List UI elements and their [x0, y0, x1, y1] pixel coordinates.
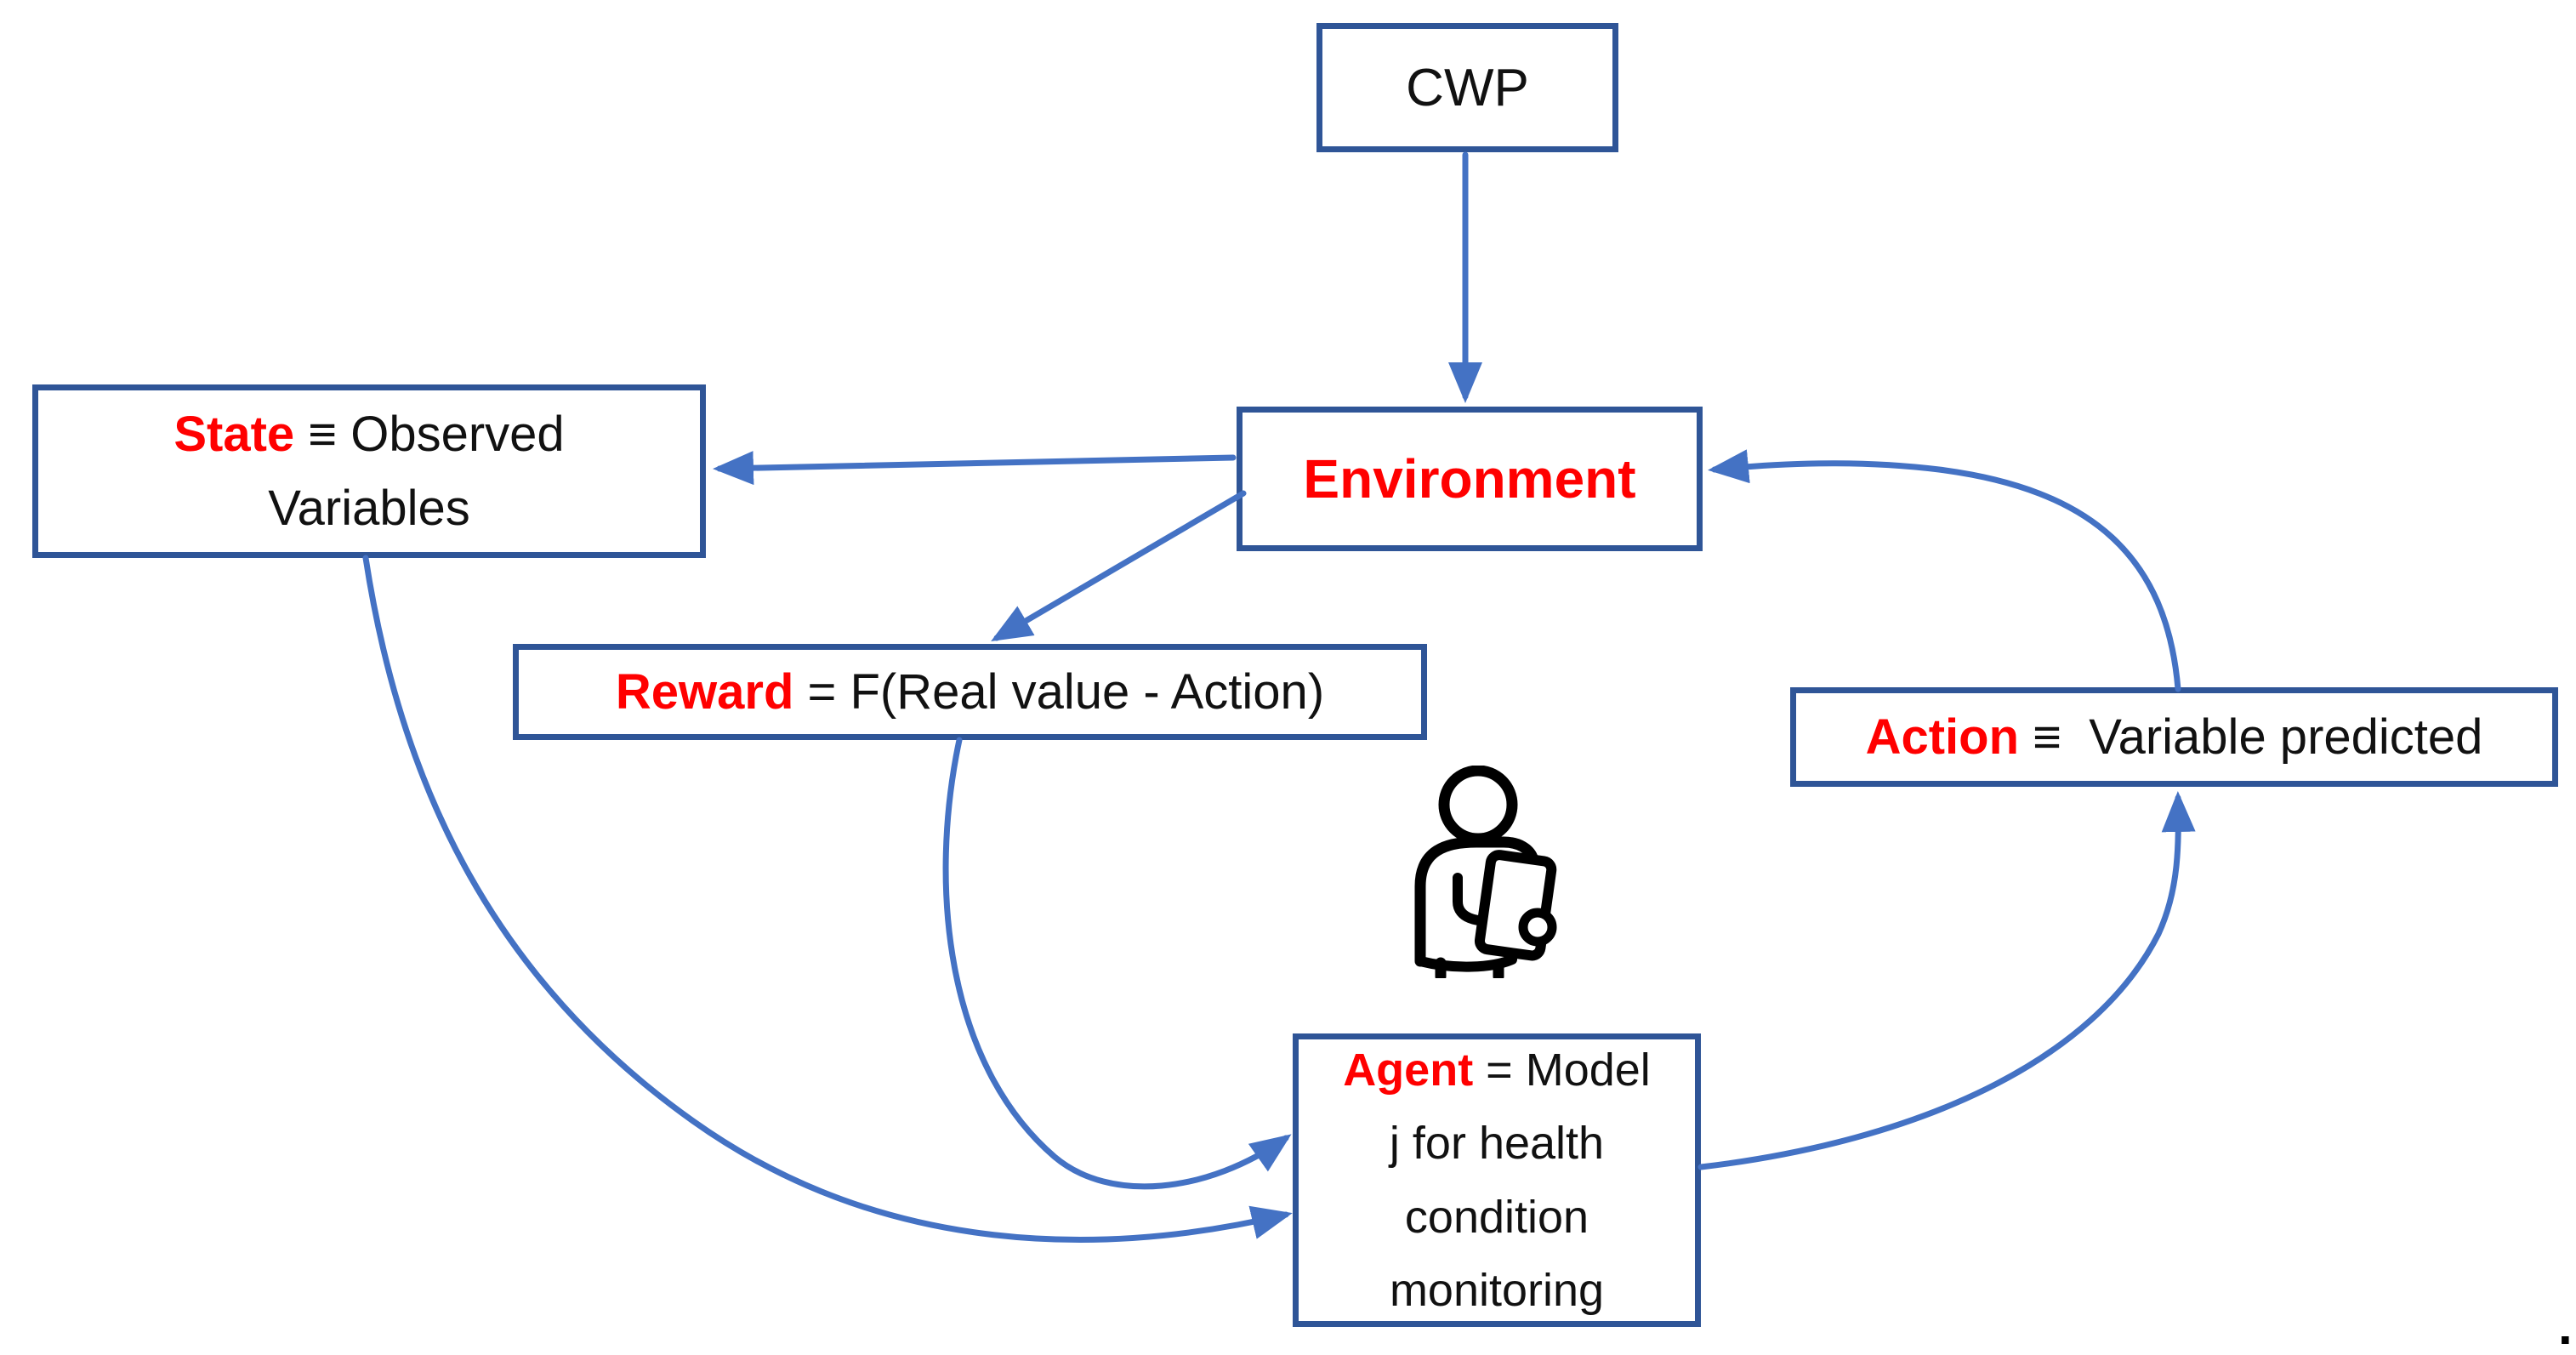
agent-line2: j for health [1389, 1118, 1605, 1170]
action-keyword: Action [1865, 709, 2020, 765]
reward-line: Reward = F(Real value - Action) [616, 663, 1324, 720]
environment-label: Environment [1303, 448, 1636, 510]
person-holding-clipboard-icon [1414, 766, 1557, 978]
cwp-label: CWP [1406, 58, 1529, 117]
agent-line4: monitoring [1389, 1264, 1605, 1316]
caption-period: . [2558, 1298, 2573, 1355]
state-line1: State ≡ Observed [173, 397, 564, 471]
arrow-agent-to-action [1697, 791, 2196, 1170]
arrow-reward-to-agent [942, 737, 1292, 1190]
agent-rest1: = Model [1473, 1044, 1651, 1096]
node-agent: Agent = Model j for health condition mon… [1293, 1033, 1701, 1327]
arrow-environment-to-reward [991, 490, 1247, 642]
node-reward: Reward = F(Real value - Action) [513, 644, 1427, 740]
state-line2: Variables [268, 481, 470, 536]
state-keyword: State [173, 407, 295, 462]
action-rest: ≡ Variable predicted [2019, 709, 2483, 765]
agent-keyword: Agent [1343, 1044, 1474, 1096]
agent-line3: condition [1404, 1191, 1589, 1243]
reward-keyword: Reward [615, 664, 794, 720]
node-action: Action ≡ Variable predicted [1790, 687, 2558, 787]
agent-line1: Agent = Model [1343, 1033, 1651, 1107]
reward-rest: = F(Real value - Action) [793, 664, 1325, 720]
state-rest: ≡ Observed [294, 407, 565, 462]
arrow-environment-to-state [713, 451, 1237, 486]
node-cwp: CWP [1316, 23, 1618, 152]
node-state: State ≡ Observed Variables [32, 384, 706, 558]
action-line: Action ≡ Variable predicted [1866, 709, 2483, 766]
node-environment: Environment [1237, 407, 1703, 551]
arrow-action-to-environment [1708, 449, 2181, 692]
